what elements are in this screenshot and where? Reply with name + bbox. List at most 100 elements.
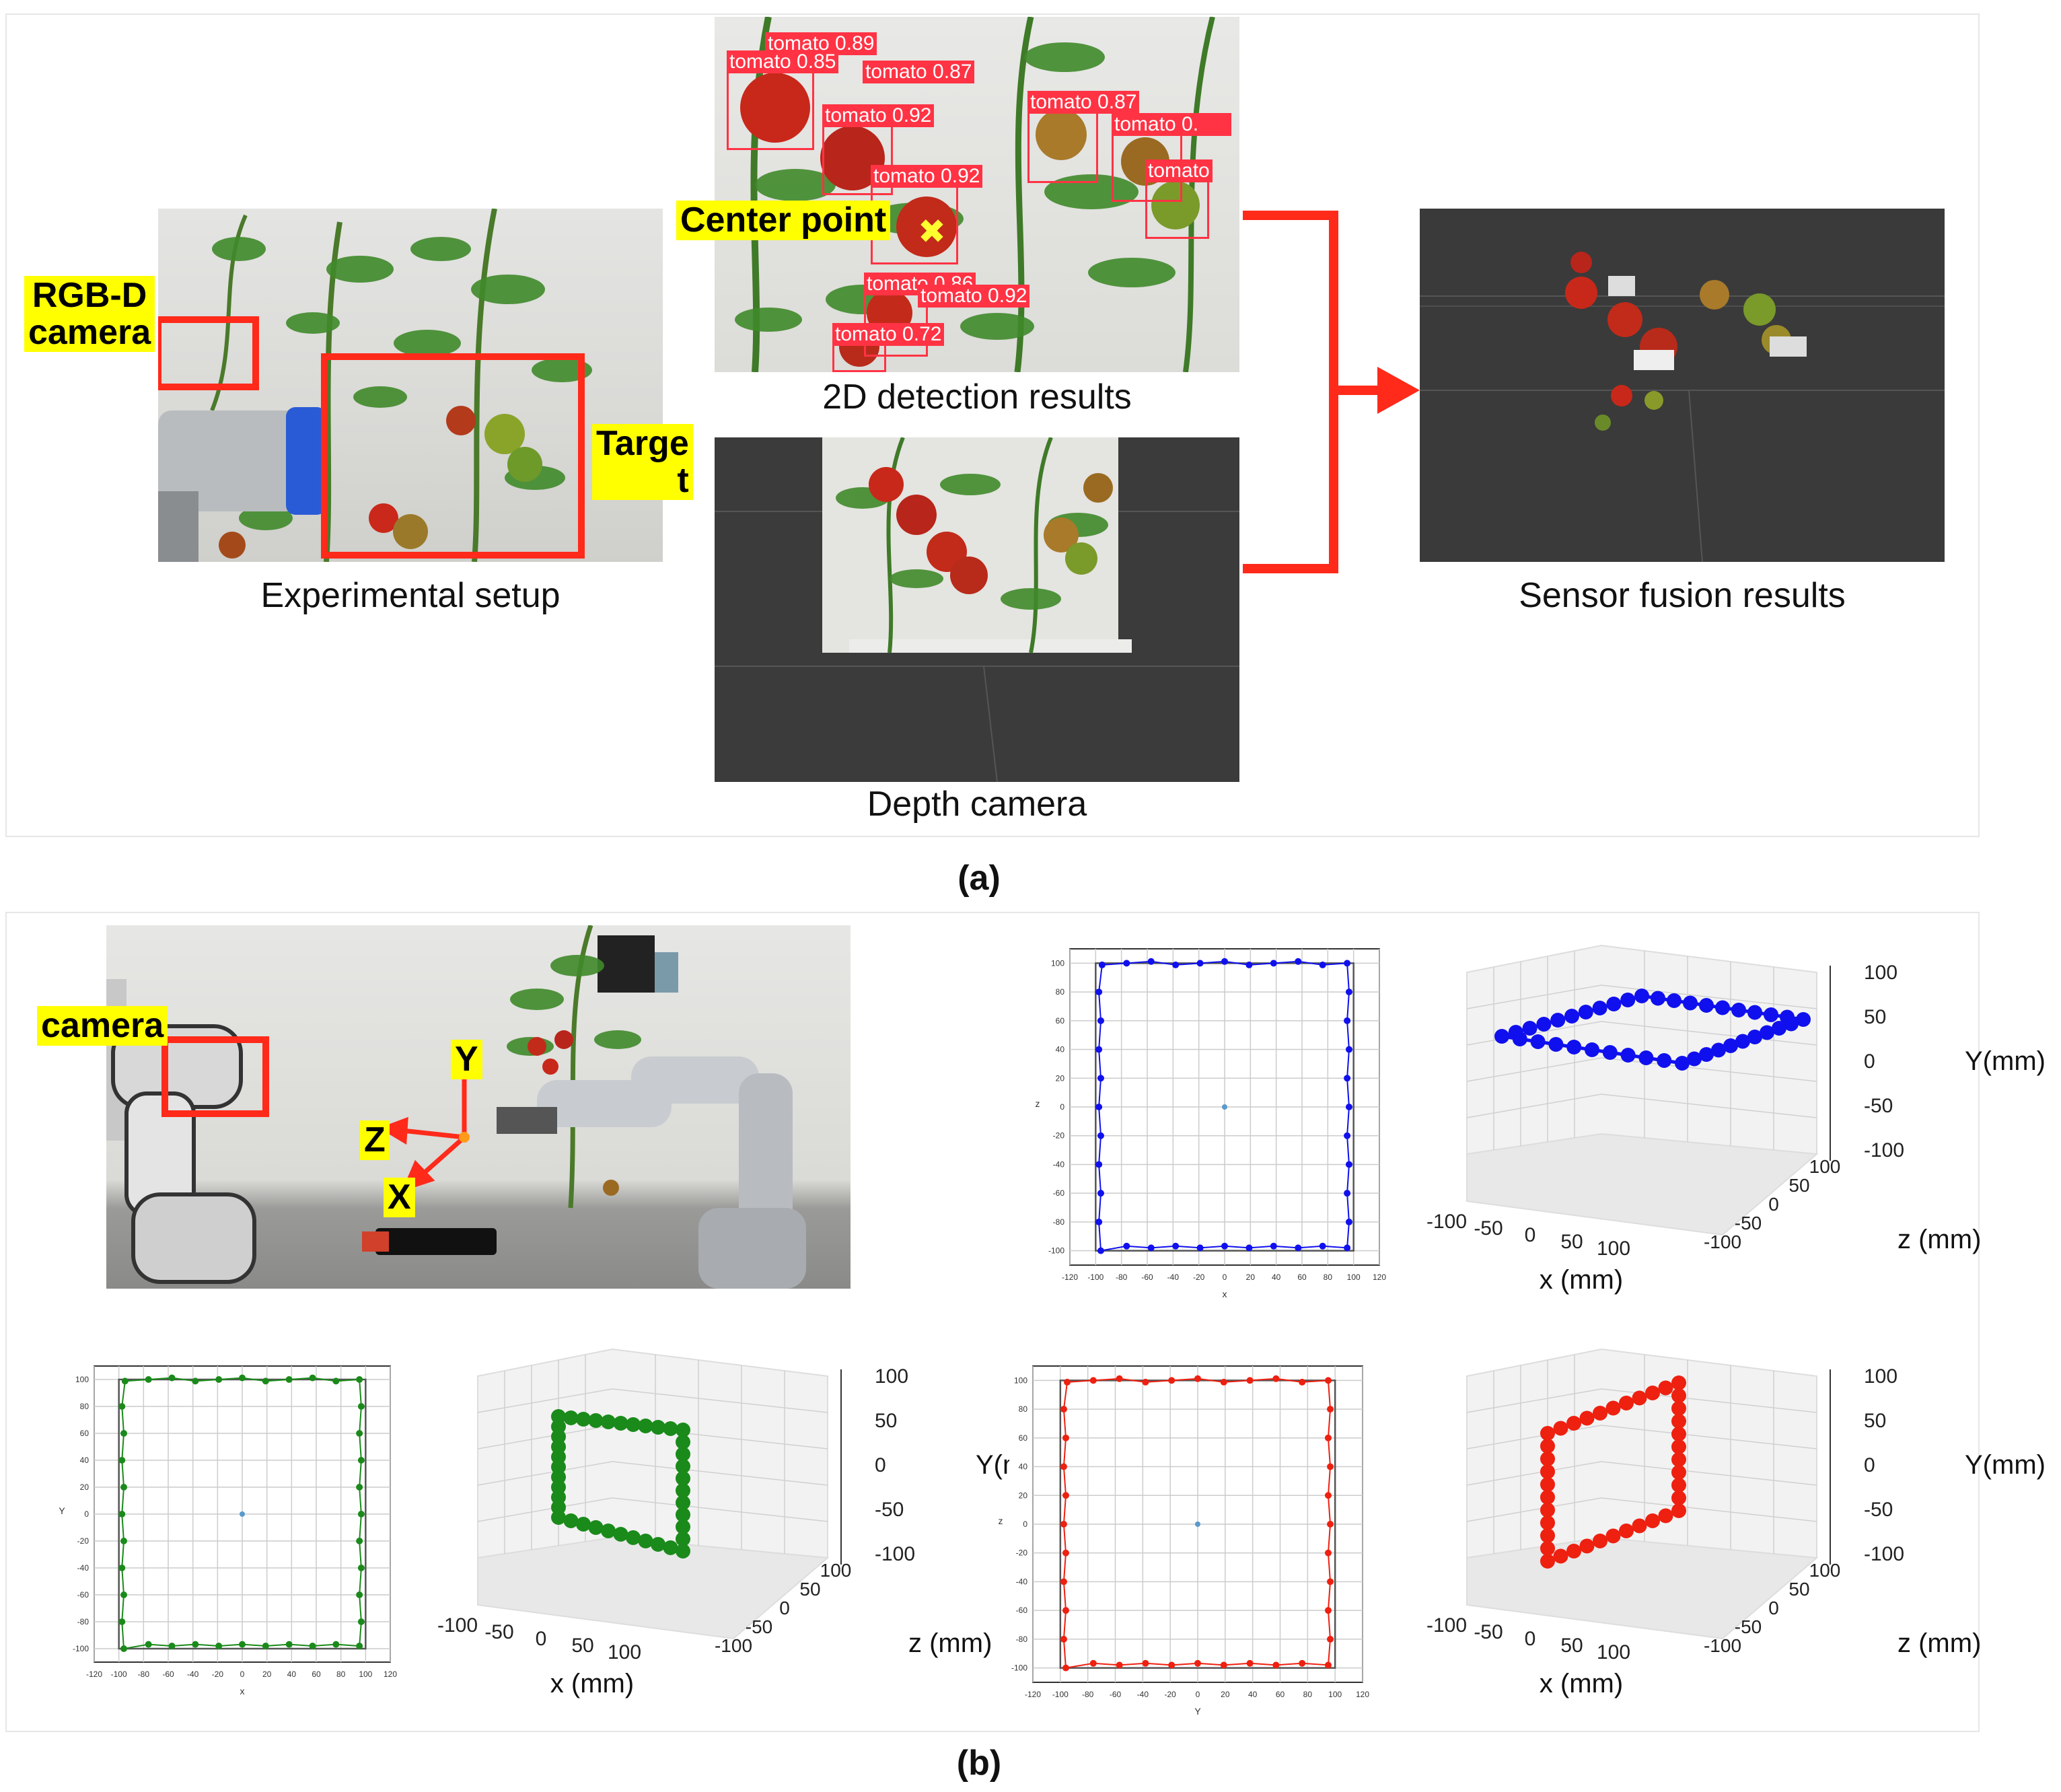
x-tick-label: 100 (1597, 1238, 1630, 1260)
trajectory-point (357, 1403, 365, 1410)
trajectory-point (1060, 1406, 1067, 1413)
trajectory-point (1548, 1037, 1564, 1052)
trajectory-point (1735, 1034, 1750, 1049)
z-tick-label: 100 (1809, 1560, 1841, 1581)
trajectory-point (1172, 961, 1180, 968)
robot-scene (106, 925, 806, 1289)
trajectory-point (1579, 1538, 1595, 1554)
trajectory-point (357, 1457, 365, 1464)
detection-label: tomato 0.92 (918, 285, 1030, 308)
trajectory-point (1324, 1492, 1332, 1499)
trajectory-point (1295, 1244, 1302, 1252)
x-tick-label: 0 (240, 1670, 245, 1679)
trajectory-point (285, 1376, 293, 1383)
trajectory-point (1671, 1414, 1686, 1429)
trajectory-point (563, 1410, 579, 1425)
trajectory-point (551, 1419, 566, 1434)
trajectory-point (1142, 1378, 1149, 1386)
y-tick-label: 80 (1056, 987, 1065, 997)
trajectory-point (1592, 1001, 1607, 1015)
rgbd-camera-label: RGB-D camera (24, 276, 155, 353)
trajectory-point (1327, 1635, 1334, 1643)
trajectory-point (121, 1377, 129, 1385)
detection-box (1145, 178, 1209, 239)
trajectory-point (1540, 1528, 1555, 1543)
x-tick-label: 40 (1272, 1273, 1281, 1282)
center-point-label: Center point (676, 201, 891, 240)
x-tick-label: -20 (1164, 1690, 1176, 1699)
trajectory-point (356, 1430, 363, 1437)
x-tick-label: 0 (1525, 1628, 1536, 1650)
trajectory-point (1731, 1003, 1746, 1017)
y-tick-label: 100 (75, 1375, 89, 1384)
x-tick-label: 120 (384, 1670, 397, 1679)
y-tick-label: -50 (875, 1499, 904, 1521)
pane-back (477, 1348, 828, 1559)
trajectory-point (1494, 1029, 1509, 1044)
setup-scene (158, 209, 592, 562)
trajectory-point (1089, 1659, 1097, 1667)
trajectory-point (1772, 1021, 1786, 1036)
x-tick-label: -120 (1025, 1690, 1041, 1699)
grid-line (477, 1497, 613, 1522)
y-tick-label: 50 (1864, 1410, 1886, 1432)
y-tick-label: -60 (77, 1590, 89, 1600)
trajectory-point (239, 1374, 246, 1382)
trajectory-point (1220, 1661, 1227, 1669)
x-tick-label: 0 (1525, 1224, 1536, 1246)
y-tick-label: 40 (1056, 1045, 1065, 1054)
center-point-marker-icon: ✖ (918, 213, 946, 250)
trajectory-point (1638, 1050, 1654, 1065)
axis-y-label: Y (451, 1040, 482, 1079)
grid-line (1466, 1461, 1602, 1486)
trajectory-point (626, 1417, 641, 1432)
y-axis-label: Y (59, 1505, 65, 1516)
y-axis-label: Y(mm) (1965, 1450, 2046, 1480)
z-tick-label: 100 (1809, 1156, 1841, 1177)
trajectory-point (1172, 1242, 1180, 1250)
x-tick-label: 80 (1303, 1690, 1313, 1699)
trajectory-point (1540, 1464, 1555, 1479)
trajectory-point (1344, 960, 1351, 967)
xyz-axes-arrows (378, 1044, 478, 1192)
x-tick-label: 50 (571, 1635, 593, 1657)
trajectory-point (1270, 960, 1277, 967)
y-tick-label: 0 (1864, 1050, 1875, 1073)
y-tick-label: -20 (1053, 1131, 1065, 1141)
trajectory-point (1634, 989, 1649, 1003)
grid-line (477, 1425, 613, 1449)
trajectory-point (663, 1421, 678, 1436)
trajectory-point (1246, 1659, 1254, 1667)
trajectory-point (1245, 1244, 1253, 1252)
trajectory-point (1540, 1477, 1555, 1492)
trajectory-point (1246, 1377, 1254, 1384)
grid-line (1601, 1094, 1817, 1118)
trajectory-point (1062, 1607, 1069, 1614)
y-tick-label: -100 (1864, 1543, 1904, 1565)
trajectory-point (1327, 1406, 1334, 1413)
x-tick-label: 100 (1597, 1641, 1630, 1663)
camera-highlight-box (158, 316, 259, 390)
trajectory-point (1324, 1661, 1332, 1669)
x-tick-label: 60 (312, 1670, 321, 1679)
trajectory-point (1619, 1396, 1634, 1410)
center-point (1195, 1521, 1200, 1527)
x-tick-label: 40 (287, 1670, 297, 1679)
trajectory-point (1536, 1017, 1552, 1032)
trajectory-point (576, 1517, 591, 1532)
trajectory-point (1540, 1503, 1555, 1517)
x-tick-label: -40 (187, 1670, 199, 1679)
x-tick-label: -100 (1087, 1273, 1104, 1282)
y-axis-label: Y(mm) (976, 1450, 1009, 1480)
trajectory-point (356, 1484, 363, 1491)
grid-line (1466, 1388, 1602, 1413)
x-tick-label: -40 (1137, 1690, 1149, 1699)
y-tick-label: 100 (1014, 1375, 1027, 1385)
y-tick-label: 50 (1864, 1006, 1886, 1028)
y-tick-label: -100 (1864, 1139, 1904, 1161)
trajectory-point (1540, 1554, 1555, 1569)
y-tick-label: 40 (1019, 1462, 1028, 1472)
trajectory-point (1221, 1242, 1228, 1250)
trajectory-point (676, 1423, 690, 1437)
